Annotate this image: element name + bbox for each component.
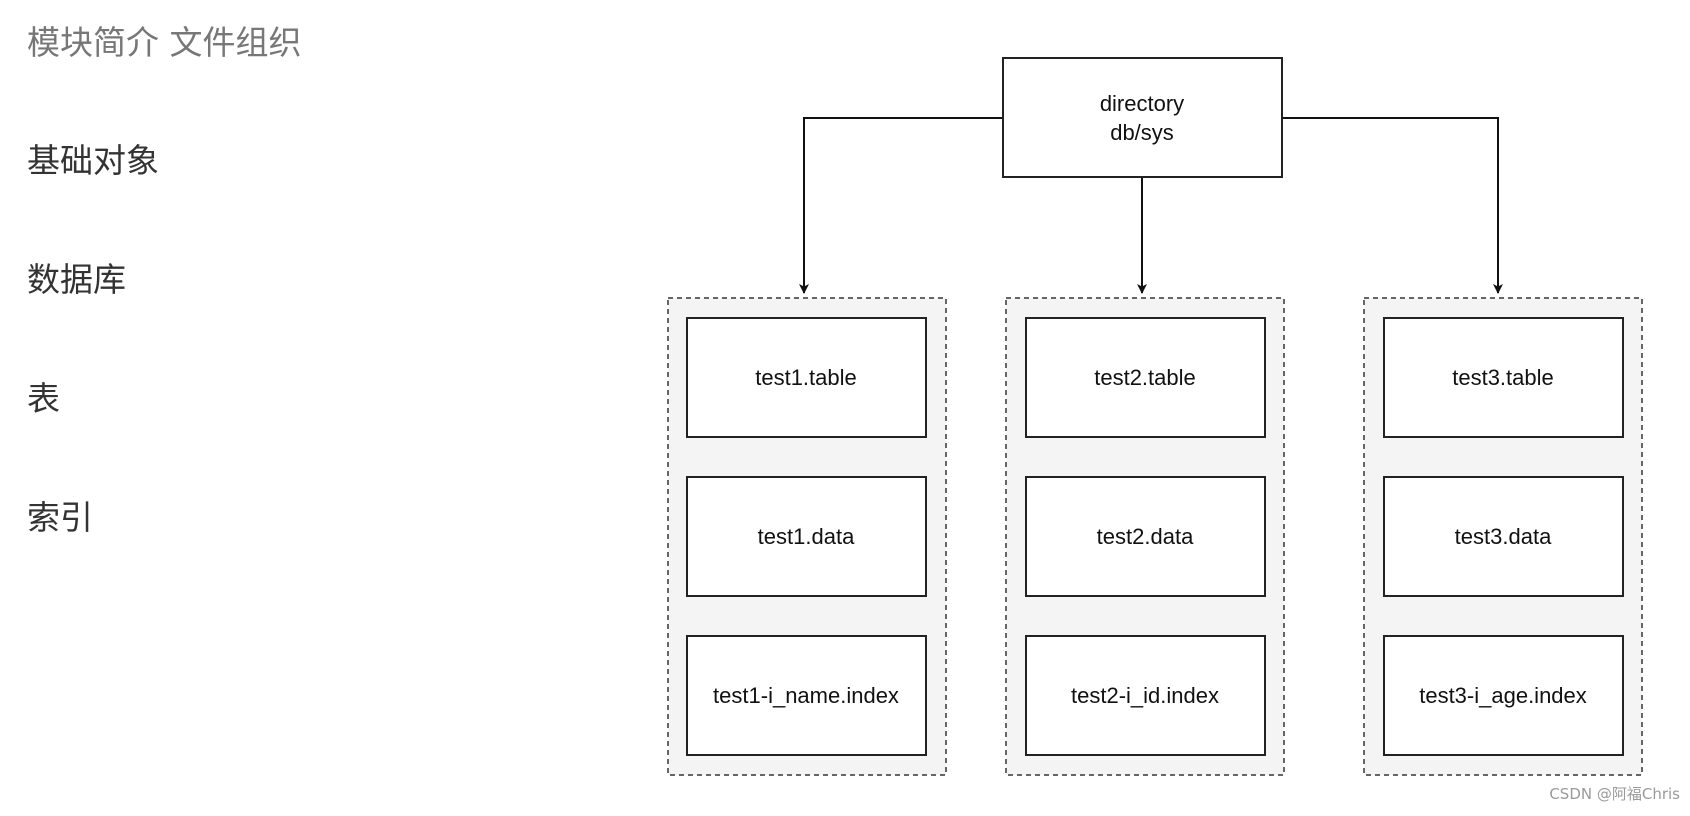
root-label-line-2: db/sys bbox=[1110, 120, 1174, 145]
file-node: test1.data bbox=[686, 476, 927, 597]
csdn-watermark: CSDN @阿福Chris bbox=[1549, 785, 1680, 803]
root-node: directory db/sys bbox=[1002, 57, 1283, 178]
file-node: test1-i_name.index bbox=[686, 635, 927, 756]
file-node: test2.data bbox=[1025, 476, 1266, 597]
group-3: test3.table test3.data test3-i_age.index bbox=[1363, 297, 1643, 776]
root-label-line-1: directory bbox=[1100, 91, 1184, 116]
file-label: test1.data bbox=[758, 524, 855, 549]
file-label: test2-i_id.index bbox=[1071, 683, 1219, 708]
edge-root-to-group-1 bbox=[799, 117, 1002, 294]
file-label: test1-i_name.index bbox=[713, 683, 899, 708]
file-node: test1.table bbox=[686, 317, 927, 438]
section-database: 数据库 bbox=[27, 260, 126, 299]
file-label: test2.table bbox=[1094, 365, 1196, 390]
section-table: 表 bbox=[27, 379, 60, 418]
file-node: test2-i_id.index bbox=[1025, 635, 1266, 756]
section-index: 索引 bbox=[27, 498, 93, 537]
file-label: test3.data bbox=[1455, 524, 1552, 549]
file-label: test3.table bbox=[1452, 365, 1554, 390]
heading: 模块简介 文件组织 bbox=[27, 23, 302, 62]
file-node: test2.table bbox=[1025, 317, 1266, 438]
file-label: test3-i_age.index bbox=[1419, 683, 1587, 708]
group-1: test1.table test1.data test1-i_name.inde… bbox=[667, 297, 947, 776]
section-basic-objects: 基础对象 bbox=[27, 141, 159, 180]
file-label: test2.data bbox=[1097, 524, 1194, 549]
group-2: test2.table test2.data test2-i_id.index bbox=[1005, 297, 1285, 776]
file-node: test3-i_age.index bbox=[1383, 635, 1624, 756]
edge-root-to-group-3 bbox=[1282, 117, 1503, 294]
file-node: test3.table bbox=[1383, 317, 1624, 438]
file-node: test3.data bbox=[1383, 476, 1624, 597]
file-label: test1.table bbox=[755, 365, 857, 390]
